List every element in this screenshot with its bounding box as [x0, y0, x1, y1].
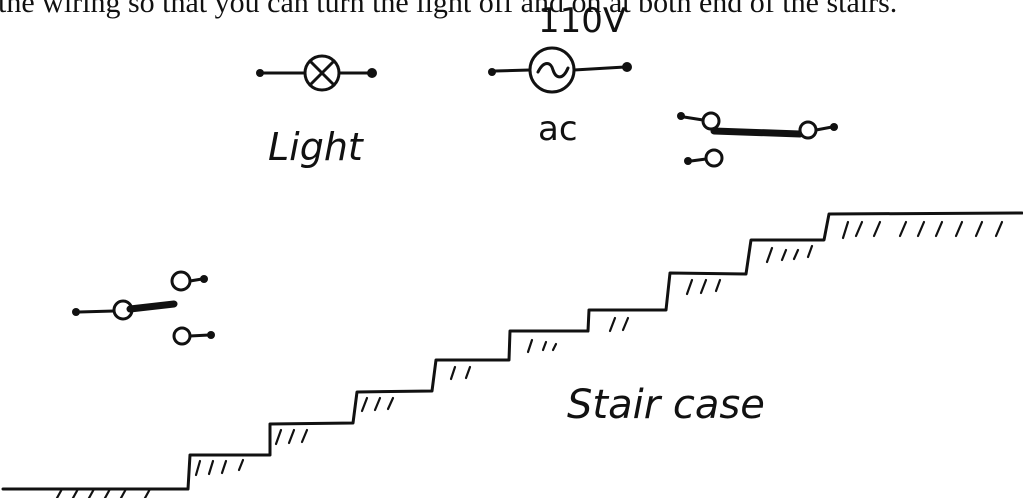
switch-top-right [677, 111, 838, 168]
staircase [1, 211, 1023, 498]
ac-label: ac [538, 109, 578, 149]
light-label: Light [268, 125, 365, 169]
instruction-text: the wiring so that you can turn the ligh… [0, 0, 897, 19]
voltage-label: 110V [538, 1, 626, 41]
ac-source-symbol [488, 46, 632, 94]
stair-hatching [55, 220, 1004, 498]
lamp-symbol [256, 54, 377, 92]
staircase-label: Stair case [567, 382, 765, 428]
switch-left [72, 270, 215, 346]
